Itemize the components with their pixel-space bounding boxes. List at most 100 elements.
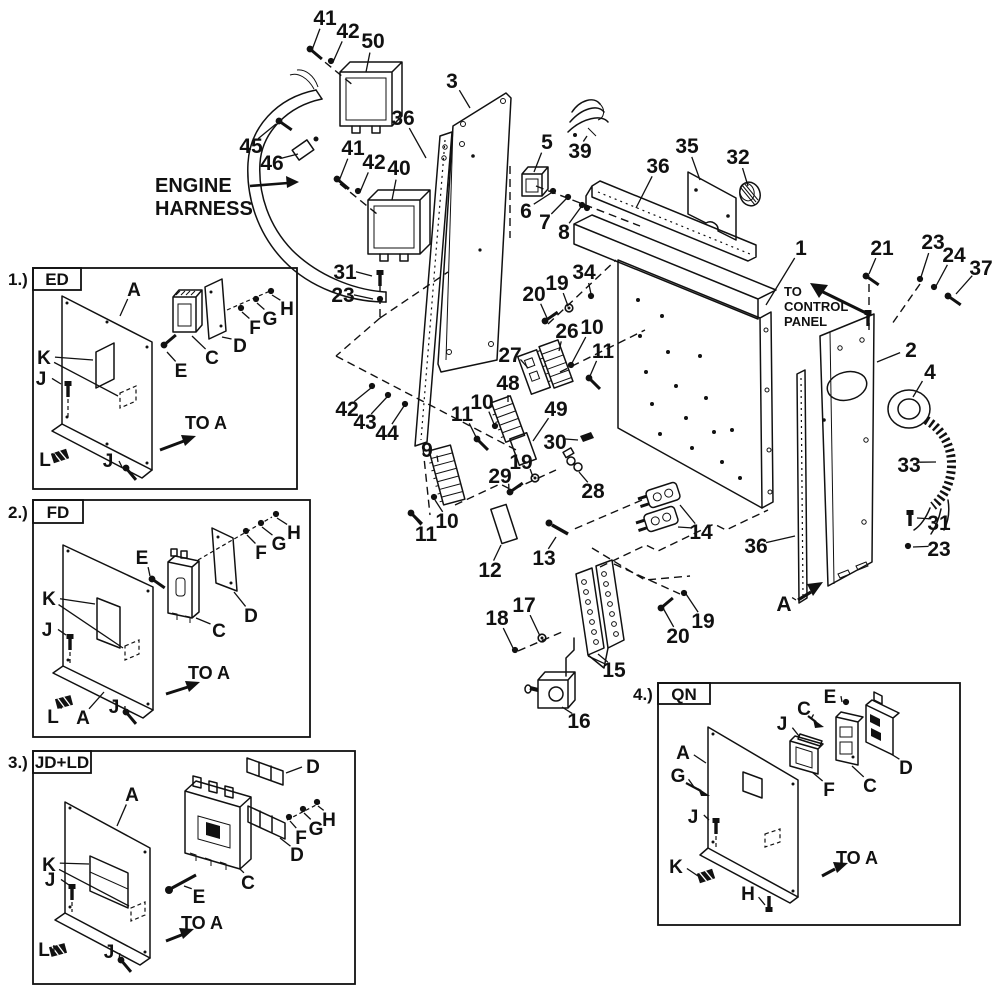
callout-48: 48	[496, 372, 520, 395]
callout-k: K	[669, 857, 683, 878]
callout-16: 16	[567, 710, 590, 733]
side-panel-2	[819, 310, 875, 587]
bracket-15	[575, 559, 625, 669]
leader-line	[492, 544, 502, 561]
callout-h: H	[280, 299, 294, 320]
callout-l: L	[47, 707, 59, 728]
leader-line	[540, 303, 548, 319]
callout-23: 23	[921, 231, 944, 254]
callout-g: G	[671, 766, 686, 787]
leader-line	[912, 545, 929, 548]
leader-line	[868, 257, 877, 275]
leader-line	[703, 814, 710, 821]
leader-line	[685, 593, 699, 613]
callout-11: 11	[592, 340, 615, 363]
callout-g: G	[263, 309, 278, 330]
callout-24: 24	[942, 244, 966, 267]
leader-line	[58, 868, 130, 907]
leader-line	[256, 302, 265, 311]
callout-to-a: TO A	[188, 663, 230, 683]
leader-line	[890, 753, 900, 760]
leader-line	[370, 396, 388, 415]
callout-49: 49	[544, 398, 567, 421]
callout-c: C	[212, 621, 226, 642]
callout-8: 8	[558, 221, 570, 244]
inset-jdld-tab	[32, 750, 92, 774]
callout-15: 15	[602, 659, 626, 682]
leader-line	[741, 167, 749, 187]
callout-21: 21	[870, 237, 894, 260]
callout-j: J	[45, 870, 56, 891]
leader-line	[565, 438, 579, 441]
knob-32	[739, 181, 761, 207]
leader-line	[558, 341, 562, 352]
callout-1: 1	[795, 237, 807, 260]
callout-27: 27	[498, 344, 521, 367]
leader-line	[693, 754, 707, 764]
leader-line	[271, 294, 281, 301]
callout-e: E	[136, 548, 149, 569]
leader-line	[60, 878, 70, 886]
callout-c: C	[205, 348, 219, 369]
mounting-plate-3	[437, 92, 512, 373]
leader-line	[571, 336, 587, 364]
callout-a: A	[127, 280, 141, 301]
callout-20: 20	[666, 625, 689, 648]
leader-line	[568, 206, 582, 224]
leader-line	[758, 896, 766, 906]
wire-39	[567, 99, 609, 137]
leader-line	[468, 422, 477, 438]
callout-l: L	[38, 940, 50, 961]
leader-line	[677, 526, 692, 529]
leader-line	[241, 311, 250, 320]
leader-line	[59, 862, 90, 865]
leader-line	[547, 536, 557, 550]
leader-line	[233, 591, 247, 607]
grommet-4-cable-33	[887, 389, 957, 535]
callout-18: 18	[485, 607, 509, 630]
callout-42: 42	[335, 398, 358, 421]
callout-d: D	[233, 336, 247, 357]
trim-strip-36-left	[414, 131, 453, 447]
callout-13: 13	[532, 547, 555, 570]
callout-j: J	[109, 697, 120, 718]
terminal-block-48	[489, 395, 526, 443]
callout-d: D	[290, 845, 304, 866]
leader-line	[434, 499, 444, 513]
callout-31: 31	[333, 261, 357, 284]
inset-jdld-to-a-arrow	[179, 928, 194, 939]
callout-17: 17	[512, 594, 535, 617]
leader-line	[332, 41, 343, 63]
leader-line	[765, 257, 796, 306]
inset-qn-to-a-arrow	[833, 862, 848, 873]
callout-20: 20	[522, 283, 545, 306]
leader-line	[147, 567, 151, 577]
callout-28: 28	[581, 480, 605, 503]
leader-line	[317, 805, 325, 811]
callout-41: 41	[341, 137, 365, 160]
callout-45: 45	[239, 135, 263, 158]
leader-line	[912, 380, 924, 398]
leader-line	[533, 152, 543, 173]
callout-f: F	[295, 828, 307, 849]
leader-line	[279, 837, 291, 847]
leader-line	[562, 292, 569, 307]
callout-36: 36	[646, 155, 669, 178]
callout-19: 19	[691, 610, 714, 633]
plate-12	[490, 503, 518, 545]
leader-line	[662, 607, 675, 628]
callout-h: H	[741, 884, 755, 905]
leader-line	[289, 820, 297, 829]
callout-23: 23	[331, 284, 354, 307]
leader-line	[118, 952, 121, 960]
switch-16	[524, 637, 576, 709]
leader-line	[519, 359, 529, 369]
connector-block-40	[367, 189, 431, 262]
callout-31: 31	[927, 512, 951, 535]
callout-44: 44	[375, 422, 399, 445]
